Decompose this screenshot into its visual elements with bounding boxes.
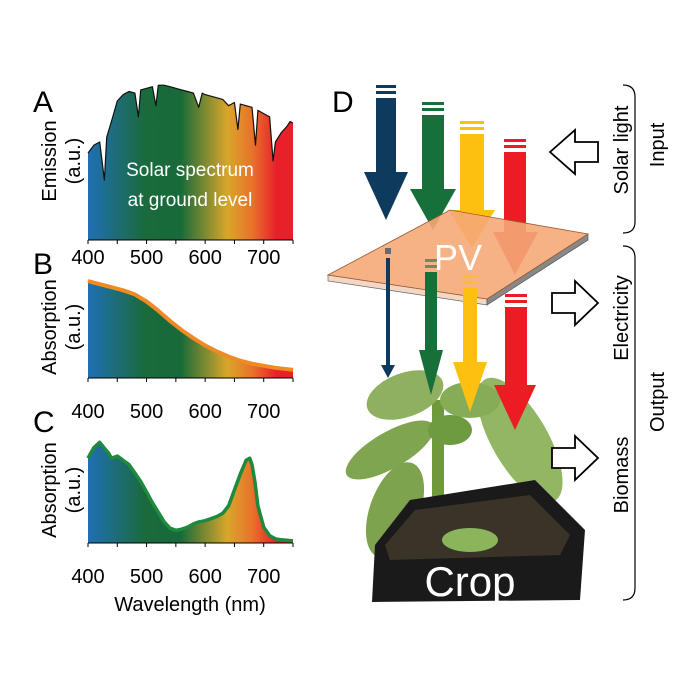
chart-b-pv-absorption: 400 500 600 700 Absorption(a.u.) (39, 279, 294, 423)
solar-annotation-line2: at ground level (128, 190, 253, 211)
x-axis-title: Wavelength (nm) (114, 594, 266, 616)
y-axis-title: Absorption (39, 442, 61, 538)
x-tick-label: 500 (130, 566, 163, 588)
transmitted-blue-arrow (381, 248, 395, 378)
biomass-label: Biomass (611, 437, 633, 514)
incoming-green-arrow (410, 102, 456, 230)
x-tick-label: 600 (188, 566, 221, 588)
input-label: Input (647, 122, 669, 167)
x-tick-label: 400 (71, 566, 104, 588)
x-tick-label: 400 (71, 247, 104, 269)
panel-label-b: B (33, 248, 53, 281)
output-label: Output (647, 372, 669, 432)
chart-c-plant-absorption: 400 500 600 700 Absorption(a.u.) (39, 440, 294, 588)
solar-annotation-line1: Solar spectrum (126, 160, 254, 181)
biomass-arrow-icon (551, 433, 600, 483)
spectrum-line (86, 440, 294, 543)
x-tick-label: 700 (247, 401, 280, 423)
x-tick-label: 700 (247, 247, 280, 269)
x-tick-label: 500 (130, 401, 163, 423)
y-axis-unit: (a.u.) (63, 138, 85, 185)
transmitted-red-arrow (494, 294, 536, 430)
pv-label: PV (434, 237, 482, 278)
panel-label-d: D (332, 86, 354, 119)
spectrum-line (87, 84, 294, 181)
y-axis-unit: (a.u.) (63, 304, 85, 351)
x-tick-label: 700 (247, 566, 280, 588)
y-axis-title: Emission (39, 120, 61, 201)
electricity-label: Electricity (611, 275, 633, 361)
pv-panel (326, 209, 590, 306)
x-tick-label: 600 (188, 247, 221, 269)
spectrum-area (88, 442, 293, 543)
transmitted-yellow-arrow (453, 275, 487, 412)
input-bracket (622, 84, 636, 234)
transmitted-green-arrow (419, 259, 443, 395)
x-tick-label: 600 (188, 401, 221, 423)
chart-a-emission: 400 500 600 700 Emission(a.u.) (39, 84, 294, 269)
input-arrow-icon (548, 128, 599, 176)
spectrum-area (88, 281, 293, 378)
panel-label-a: A (33, 86, 53, 119)
panel-label-c: C (33, 406, 55, 439)
solar-light-label: Solar light (611, 105, 633, 194)
spectrum-line (87, 279, 294, 372)
incoming-blue-arrow (364, 85, 408, 220)
y-axis-title: Absorption (39, 279, 61, 375)
panel-d-diagram: Crop PV (326, 84, 669, 605)
pot (372, 480, 585, 602)
y-axis-unit: (a.u.) (63, 467, 85, 514)
output-bracket (622, 245, 636, 601)
electricity-arrow-icon (551, 278, 600, 328)
spectrum-area (88, 85, 293, 240)
x-tick-label: 500 (130, 247, 163, 269)
x-tick-label: 400 (71, 401, 104, 423)
crop-label: Crop (424, 558, 515, 605)
